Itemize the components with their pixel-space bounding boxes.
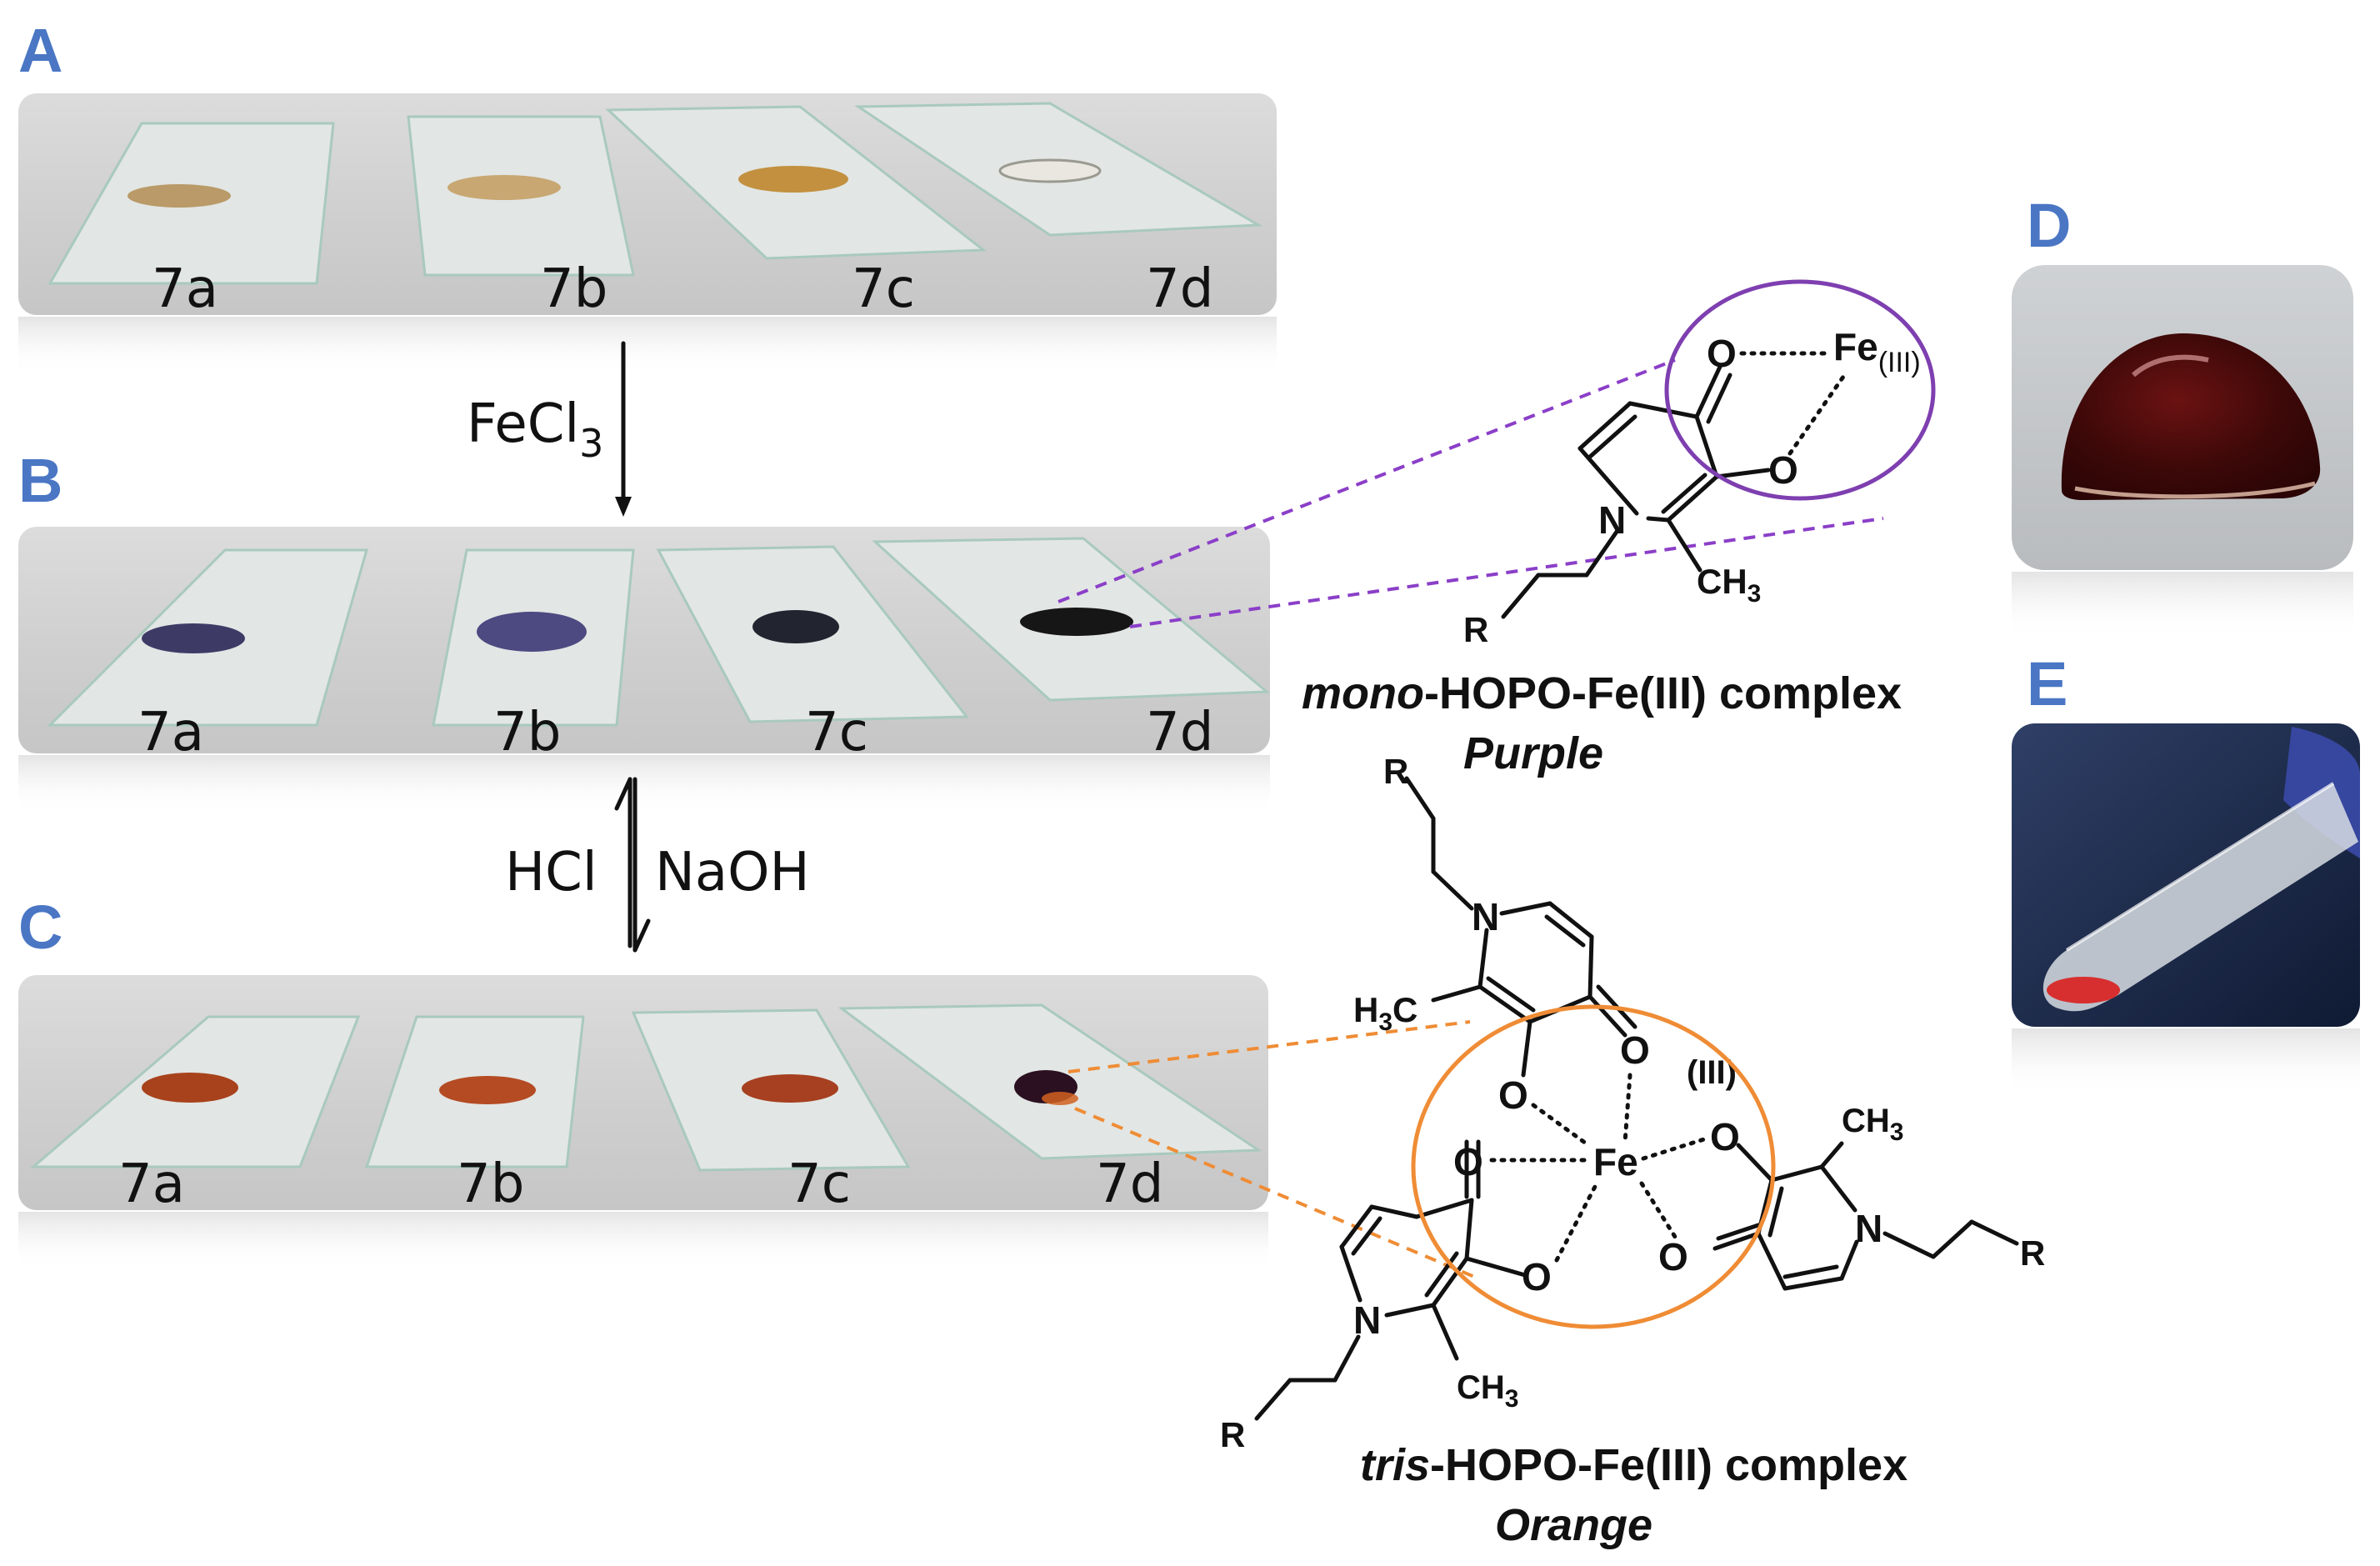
sample-label-7c: 7c [852,258,915,320]
svg-text:O: O [1658,1235,1688,1278]
tris-color-label: Orange [1495,1500,1652,1550]
svg-text:H3C: H3C [1353,990,1418,1036]
svg-text:R: R [1383,752,1408,791]
sample-drop [738,166,848,193]
arrow-head [615,497,632,517]
equilibrium-half-head [614,777,632,811]
svg-text:O: O [1768,448,1798,492]
reagent-naoh: NaOH [655,842,810,903]
svg-text:Fe(III): Fe(III) [1833,325,1921,378]
purple-highlight-circle [1664,279,1936,501]
photo-panel-b: 7a 7b 7c 7d [18,527,1270,813]
panel-letter-a: A [18,16,62,85]
svg-text:R: R [1463,610,1488,649]
mono-hopo-structure: O O N CH3 R Fe(III) [1463,279,1936,649]
sample-label-7d: 7d [1096,1153,1163,1215]
svg-text:R: R [2020,1233,2045,1273]
sample-label-7a: 7a [138,702,204,763]
photo-panel-e [2012,723,2360,1095]
svg-text:N: N [1353,1298,1381,1342]
sample-drop [142,623,245,653]
svg-text:CH3: CH3 [1697,562,1761,608]
svg-text:R: R [1220,1415,1245,1454]
sample-label-7d: 7d [1146,702,1213,763]
connector-purple [1129,517,1884,628]
connector-orange [1074,1107,1479,1280]
sample-label-7b: 7b [457,1153,524,1215]
sample-label-7a: 7a [152,258,218,320]
mono-color-label: Purple [1463,728,1603,778]
tris-hopo-structure: R N O O H3C Fe (III) O [1220,752,2045,1454]
tris-caption: tris-HOPO-Fe(III) complex [1360,1440,1908,1490]
sample-label-7a: 7a [118,1153,185,1215]
sample-drop [1020,608,1133,636]
sample-label-7b: 7b [540,258,608,320]
sample-drop [128,184,231,208]
sample-drop [439,1076,536,1104]
sample-drop [998,158,1102,183]
sample-label-7b: 7b [493,702,561,763]
photo-panel-d [2012,265,2353,638]
photo-panel-c: 7a 7b 7c 7d [18,975,1268,1270]
photo-panel-a: 7a 7b 7c 7d [18,93,1277,375]
sample-drop-rim [1042,1092,1078,1105]
svg-text:O: O [1620,1028,1650,1072]
gel-drop [2061,333,2321,500]
panel-letter-b: B [18,446,62,515]
sample-drop [142,1073,238,1103]
sample-label-7c: 7c [805,702,868,763]
sample-label-7c: 7c [788,1153,851,1215]
svg-text:N: N [1598,498,1626,542]
gel-in-tube [2047,977,2120,1003]
svg-text:O: O [1498,1073,1528,1117]
svg-text:N: N [1855,1207,1882,1250]
test-tube [2042,783,2358,1012]
svg-text:O: O [1710,1115,1740,1158]
mono-caption: mono-HOPO-Fe(III) complex [1302,668,1902,718]
panel-letter-c: C [18,893,62,962]
panel-letter-d: D [2027,191,2071,260]
svg-text:CH3: CH3 [1457,1369,1518,1413]
svg-text:O: O [1522,1255,1552,1298]
svg-text:Fe: Fe [1593,1140,1638,1183]
sample-drop [448,175,561,200]
orange-highlight-circle [1411,1004,1776,1329]
svg-text:O: O [1707,332,1737,375]
sample-drop [742,1074,838,1103]
reagent-hcl: HCl [505,842,598,903]
panel-letter-e: E [2027,649,2068,718]
reagent-fecl3: FeCl3 [467,393,603,466]
sample-drop [477,612,587,652]
connector-orange [1068,1020,1471,1073]
connector-purple [1058,358,1676,603]
equilibrium-half-head [632,918,651,953]
sample-label-7d: 7d [1146,258,1213,320]
svg-text:CH3: CH3 [1842,1103,1903,1146]
sample-drop [752,610,839,643]
